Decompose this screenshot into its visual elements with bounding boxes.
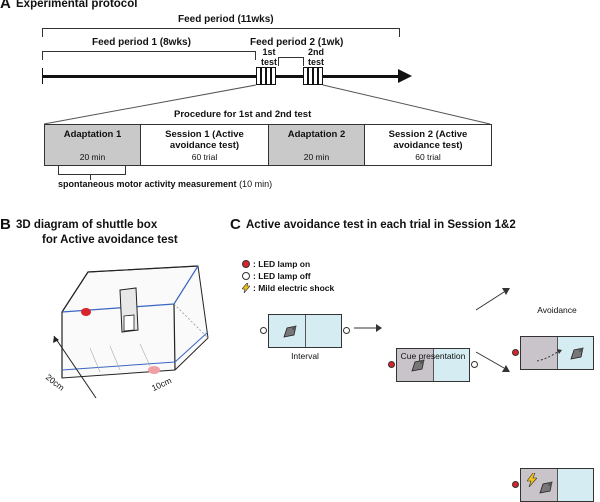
cell-title: Session 1 (Active avoidance test) bbox=[165, 129, 244, 151]
led-off-icon bbox=[242, 272, 250, 280]
test-2-marker bbox=[303, 67, 323, 85]
procedure-table: Adaptation 1 20 min Session 1 (Active av… bbox=[44, 124, 492, 166]
procedure-title: Procedure for 1st and 2nd test bbox=[174, 109, 312, 120]
legend-item-shock: : Mild electric shock bbox=[242, 282, 334, 294]
test-2-label: 2nd test bbox=[307, 47, 324, 67]
feed-period-1-label: Feed period 1 (8wks) bbox=[92, 37, 191, 48]
legend-item-led-off: : LED lamp off bbox=[242, 270, 334, 282]
state-box-interval bbox=[260, 314, 350, 348]
state-label-cue: Cue presentation bbox=[400, 351, 466, 361]
mouse-icon bbox=[411, 359, 425, 372]
cell-session-2: Session 2 (Active avoidance test) 60 tri… bbox=[365, 125, 491, 165]
cell-sub: 20 min bbox=[79, 152, 106, 162]
legend: : LED lamp on : LED lamp off : Mild elec… bbox=[242, 258, 334, 294]
led-on-icon bbox=[512, 481, 519, 488]
cell-sub: 60 trial bbox=[415, 152, 441, 162]
state-label-avoidance: Avoidance bbox=[537, 305, 577, 315]
panel-b-letter: B bbox=[0, 216, 11, 233]
mouse-icon bbox=[539, 481, 553, 494]
motor-duration: (10 min) bbox=[239, 179, 273, 189]
led-on-icon bbox=[242, 260, 250, 268]
legend-label: : Mild electric shock bbox=[253, 283, 335, 293]
led-off-icon bbox=[343, 327, 350, 334]
cell-sub: 60 trial bbox=[191, 152, 218, 162]
led-on-icon bbox=[388, 361, 395, 368]
mouse-icon bbox=[569, 347, 584, 360]
legend-item-led-on: : LED lamp on bbox=[242, 258, 334, 270]
panel-a-title: Experimental protocol bbox=[16, 0, 138, 10]
timeline-start-tick bbox=[42, 68, 43, 84]
shock-icon bbox=[242, 283, 250, 293]
timeline-line bbox=[42, 75, 402, 78]
feed-period-2-label: Feed period 2 (1wk) bbox=[250, 37, 344, 48]
led-off-icon bbox=[260, 327, 267, 334]
led-off-icon bbox=[471, 361, 478, 368]
shuttle-box-3d-diagram bbox=[53, 265, 209, 399]
motor-label: spontaneous motor activity measurement bbox=[58, 179, 237, 189]
panel-a-letter: A bbox=[0, 0, 11, 12]
expansion-lines bbox=[43, 84, 491, 125]
panel-b-title-1: 3D diagram of shuttle box bbox=[16, 219, 158, 231]
test-1-label: 1st test bbox=[260, 47, 277, 67]
cell-title: Adaptation 2 bbox=[287, 129, 346, 140]
motor-label-row: spontaneous motor activity measurement (… bbox=[58, 179, 272, 189]
timeline-arrow-icon bbox=[398, 69, 412, 83]
cell-adaptation-1: Adaptation 1 20 min bbox=[45, 125, 141, 165]
state-box-shock bbox=[512, 468, 594, 502]
feed-period-2-brace bbox=[278, 57, 304, 66]
feed-period-label: Feed period (11wks) bbox=[178, 14, 274, 25]
test-1-marker bbox=[256, 67, 276, 85]
motor-bracket-stem bbox=[90, 174, 91, 180]
panel-b-title-2: for Active avoidance test bbox=[42, 234, 178, 246]
cell-session-1: Session 1 (Active avoidance test) 60 tri… bbox=[141, 125, 269, 165]
motor-bracket bbox=[58, 166, 126, 175]
panel-c-title: Active avoidance test in each trial in S… bbox=[246, 219, 516, 231]
cell-adaptation-2: Adaptation 2 20 min bbox=[269, 125, 365, 165]
shock-icon bbox=[527, 473, 537, 487]
cell-title: Session 2 (Active avoidance test) bbox=[388, 129, 468, 151]
legend-label: : LED lamp off bbox=[253, 271, 311, 281]
feed-period-brace bbox=[42, 28, 400, 37]
legend-label: : LED lamp on bbox=[253, 259, 311, 269]
state-label-interval: Interval bbox=[291, 351, 319, 361]
feed-period-1-brace bbox=[42, 51, 256, 60]
movement-path bbox=[536, 349, 562, 362]
mouse-icon bbox=[283, 325, 297, 338]
led-on-icon bbox=[512, 349, 519, 356]
arrow-right-icon bbox=[354, 324, 382, 332]
state-box-avoidance bbox=[512, 336, 594, 370]
state-box-cue bbox=[388, 348, 478, 382]
panel-c-letter: C bbox=[230, 216, 241, 233]
cell-sub: 20 min bbox=[303, 152, 330, 162]
branch-arrows bbox=[475, 288, 510, 372]
cell-title: Adaptation 1 bbox=[63, 129, 122, 140]
